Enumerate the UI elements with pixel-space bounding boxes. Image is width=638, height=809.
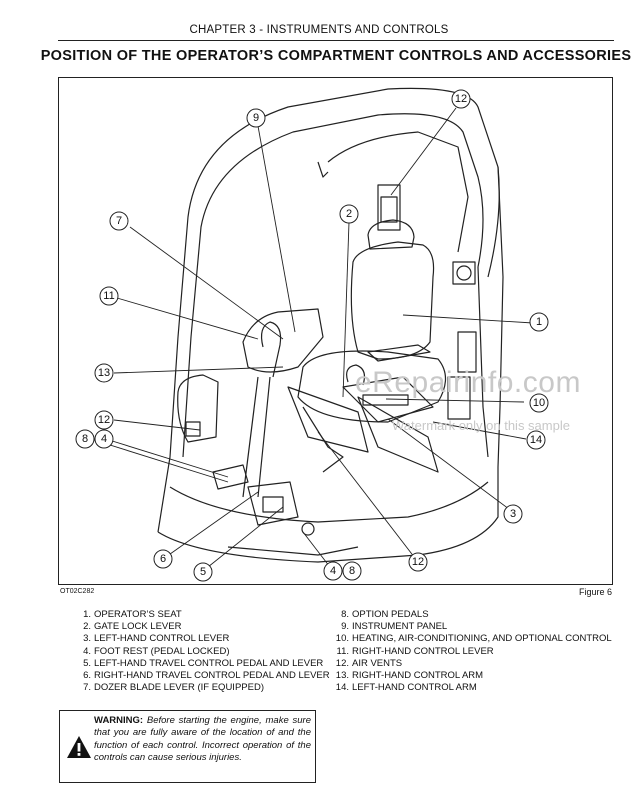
watermark-note: Watermark only on this sample — [392, 418, 570, 433]
warning-text: WARNING: Before starting the engine, mak… — [94, 715, 311, 764]
callout-3: 3 — [510, 508, 516, 520]
callout-7: 7 — [116, 215, 122, 227]
legend-item: 10.HEATING, AIR-CONDITIONING, AND OPTION… — [335, 633, 612, 645]
callout-12-top: 12 — [455, 93, 467, 105]
seat-headrest — [367, 219, 415, 250]
callout-12-left: 12 — [98, 414, 110, 426]
figure-label: Figure 6 — [578, 587, 612, 597]
chapter-header: CHAPTER 3 - INSTRUMENTS AND CONTROLS — [189, 24, 449, 36]
callout-9: 9 — [253, 112, 259, 124]
legend-item: 8.OPTION PEDALS — [341, 609, 429, 620]
callout-10: 10 — [533, 397, 545, 409]
right-armrest-panel — [242, 308, 324, 373]
watermark: eRepairinfo.com — [355, 366, 581, 399]
cab-frame-left-pillar — [157, 87, 500, 533]
legend-item: 1.OPERATOR’S SEAT — [83, 609, 182, 620]
foot-rest — [212, 464, 249, 490]
cab-frame-right — [497, 166, 504, 468]
legend-item: 2.GATE LOCK LEVER — [83, 621, 182, 633]
joystick-left — [346, 364, 366, 386]
travel-lever-left — [242, 376, 259, 498]
callout-13: 13 — [98, 367, 110, 379]
legend-item: 5.LEFT-HAND TRAVEL CONTROL PEDAL AND LEV… — [83, 657, 324, 669]
legend-left: 1.OPERATOR’S SEAT 2.GATE LOCK LEVER 3.LE… — [74, 609, 330, 694]
left-armrest — [367, 344, 431, 362]
warning-label: WARNING: — [94, 715, 144, 726]
figure-frame — [58, 77, 613, 585]
legend-item: 14.LEFT-HAND CONTROL ARM — [335, 682, 477, 694]
air-vent-top — [377, 184, 401, 231]
air-vent-left — [177, 374, 219, 443]
warning-icon — [67, 736, 91, 758]
header-divider — [58, 40, 614, 41]
left-console — [287, 386, 369, 453]
cab-floor — [157, 467, 499, 563]
callout-12-bottom: 12 — [412, 556, 424, 568]
legend-item: 13.RIGHT-HAND CONTROL ARM — [335, 670, 484, 682]
joystick-right — [260, 321, 282, 378]
callout-11: 11 — [103, 290, 114, 302]
travel-pedals — [247, 481, 299, 526]
callout-14: 14 — [530, 434, 542, 446]
callout-8-bottom: 8 — [349, 565, 355, 577]
callout-4-bottom: 4 — [330, 565, 336, 577]
legend-item: 7.DOZER BLADE LEVER (IF EQUIPPED) — [83, 682, 264, 694]
warning-box: WARNING: Before starting the engine, mak… — [59, 710, 316, 783]
callout-8-left: 8 — [82, 433, 88, 445]
legend-item: 6.RIGHT-HAND TRAVEL CONTROL PEDAL AND LE… — [83, 670, 330, 682]
callout-5: 5 — [200, 566, 206, 578]
page-title: POSITION OF THE OPERATOR’S COMPARTMENT C… — [40, 48, 632, 64]
legend-item: 12.AIR VENTS — [335, 657, 403, 669]
cab-illustration: 9 12 7 2 11 1 13 10 12 14 8 4 3 6 5 4 8 … — [75, 87, 549, 582]
right-console — [342, 376, 434, 423]
figure-code: OT02C282 — [60, 588, 95, 595]
warning-body: Before starting the engine, make sure th… — [94, 715, 311, 763]
callout-2: 2 — [346, 208, 352, 220]
legend-item: 3.LEFT-HAND CONTROL LEVER — [83, 633, 230, 645]
legend-item: 4.FOOT REST (PEDAL LOCKED) — [83, 645, 230, 657]
callout-4-left: 4 — [101, 433, 107, 445]
legend-item: 11.RIGHT-HAND CONTROL LEVER — [336, 645, 494, 657]
seat-cushion — [297, 350, 447, 423]
callout-6: 6 — [160, 553, 166, 565]
legend-right: 8.OPTION PEDALS 9.INSTRUMENT PANEL 10.HE… — [332, 609, 622, 694]
legend-item: 9.INSTRUMENT PANEL — [341, 621, 448, 633]
travel-lever-right — [257, 376, 271, 498]
callout-1: 1 — [536, 316, 542, 328]
cab-frame-inner — [182, 113, 484, 458]
seat-back — [350, 241, 435, 360]
